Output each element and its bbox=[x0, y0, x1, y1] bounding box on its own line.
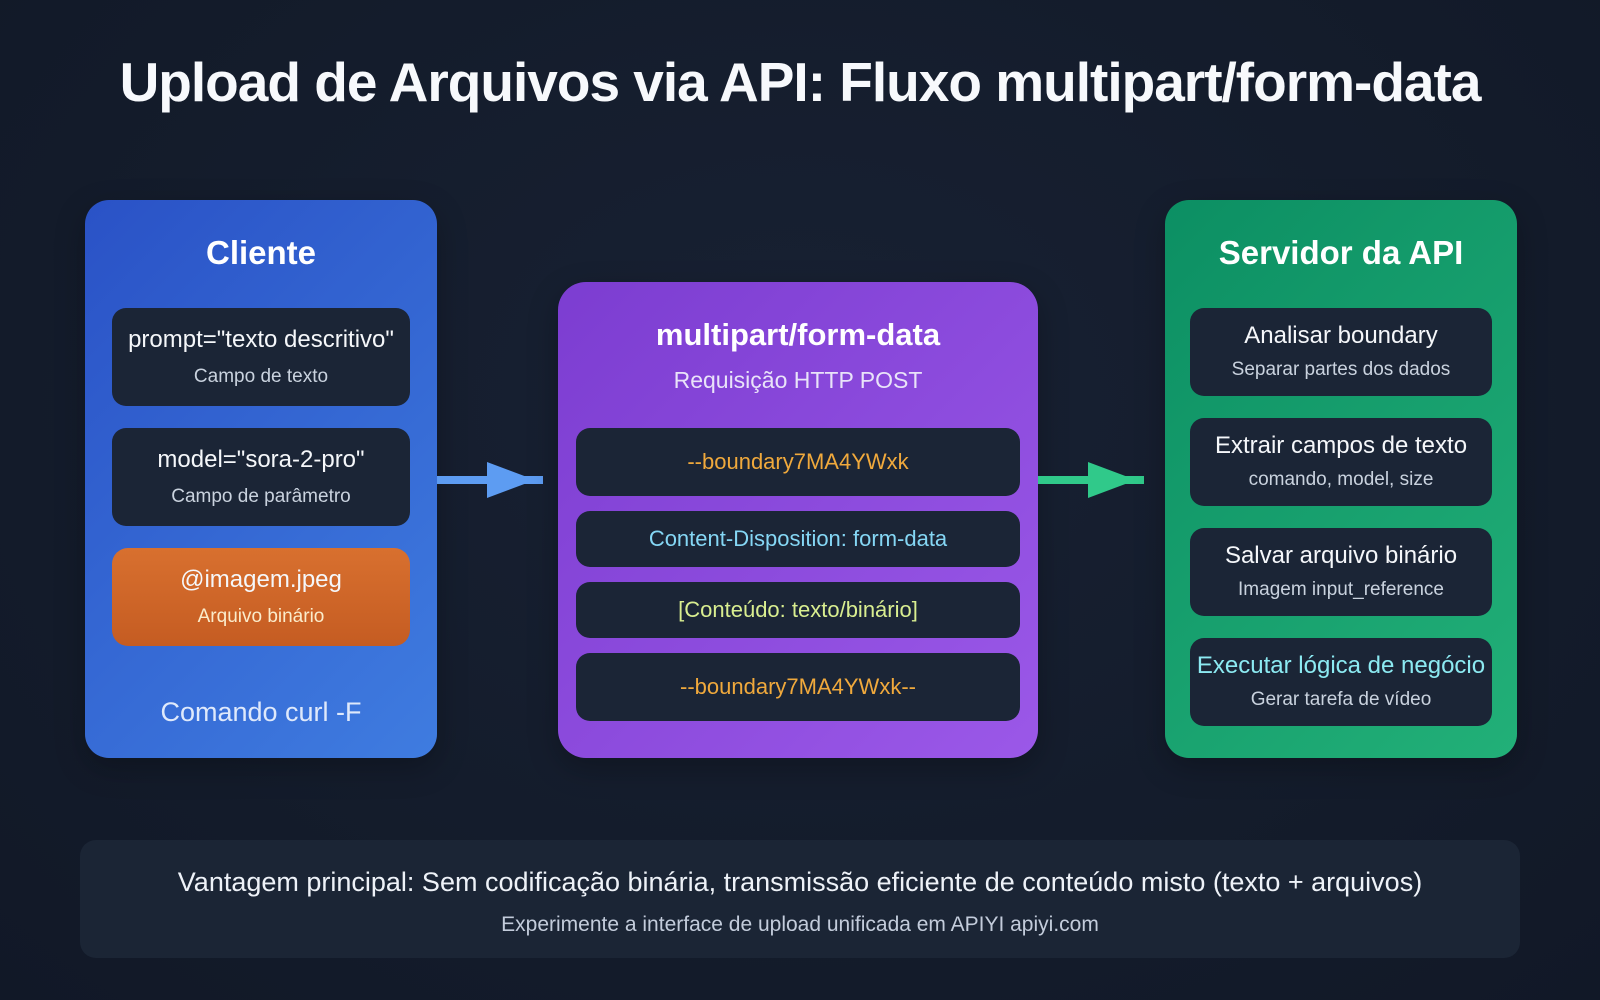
request-card-boundary-close: --boundary7MA4YWxk-- bbox=[576, 653, 1020, 721]
server-step-title: Extrair campos de texto bbox=[1214, 432, 1468, 459]
client-box-title: Cliente bbox=[205, 234, 317, 271]
server-step-title: Analisar boundary bbox=[1244, 322, 1438, 349]
request-box-title: multipart/form-data bbox=[655, 317, 941, 352]
advantage-note-box: Vantagem principal: Sem codificação biná… bbox=[80, 840, 1520, 958]
prompt-field-label: Campo de texto bbox=[193, 366, 329, 387]
advantage-sub-text: Experimente a interface de upload unific… bbox=[501, 913, 1099, 936]
server-card-save-binary: Salvar arquivo binário Imagem input_refe… bbox=[1190, 528, 1492, 616]
request-card-content-disposition: Content-Disposition: form-data bbox=[576, 511, 1020, 567]
arrow-request-to-server bbox=[1038, 462, 1144, 498]
model-field-label: Campo de parâmetro bbox=[171, 486, 351, 507]
server-step-title: Executar lógica de negócio bbox=[1196, 652, 1486, 679]
model-field-value: model="sora-2-pro" bbox=[157, 446, 365, 473]
request-card-boundary-open: --boundary7MA4YWxk bbox=[576, 428, 1020, 496]
server-step-subtitle: comando, model, size bbox=[1248, 469, 1434, 490]
server-step-subtitle: Gerar tarefa de vídeo bbox=[1250, 689, 1432, 710]
server-card-business-logic: Executar lógica de negócio Gerar tarefa … bbox=[1190, 638, 1492, 726]
binary-file-value: @imagem.jpeg bbox=[180, 566, 342, 593]
client-box: Cliente prompt="texto descritivo" Campo … bbox=[85, 200, 437, 758]
request-box: multipart/form-data Requisição HTTP POST… bbox=[558, 282, 1038, 758]
arrow-client-to-request bbox=[437, 462, 543, 498]
server-step-subtitle: Imagem input_reference bbox=[1238, 579, 1444, 600]
request-card-content: [Conteúdo: texto/binário] bbox=[576, 582, 1020, 638]
client-card-model: model="sora-2-pro" Campo de parâmetro bbox=[112, 428, 410, 526]
server-box-title: Servidor da API bbox=[1218, 234, 1464, 271]
arrow-head-icon bbox=[487, 462, 535, 498]
arrow-head-icon bbox=[1088, 462, 1136, 498]
prompt-field-value: prompt="texto descritivo" bbox=[128, 326, 394, 353]
server-card-extract-fields: Extrair campos de texto comando, model, … bbox=[1190, 418, 1492, 506]
client-card-binary-file: @imagem.jpeg Arquivo binário bbox=[112, 548, 410, 646]
advantage-main-text: Vantagem principal: Sem codificação biná… bbox=[177, 867, 1423, 897]
client-command-caption: Comando curl -F bbox=[160, 697, 362, 727]
binary-file-label: Arquivo binário bbox=[197, 606, 325, 627]
request-box-subtitle: Requisição HTTP POST bbox=[673, 367, 923, 393]
server-step-title: Salvar arquivo binário bbox=[1224, 542, 1458, 569]
client-card-prompt: prompt="texto descritivo" Campo de texto bbox=[112, 308, 410, 406]
server-step-subtitle: Separar partes dos dados bbox=[1231, 359, 1451, 380]
server-card-parse-boundary: Analisar boundary Separar partes dos dad… bbox=[1190, 308, 1492, 396]
server-box: Servidor da API Analisar boundary Separa… bbox=[1165, 200, 1517, 758]
page-title: Upload de Arquivos via API: Fluxo multip… bbox=[119, 51, 1482, 113]
